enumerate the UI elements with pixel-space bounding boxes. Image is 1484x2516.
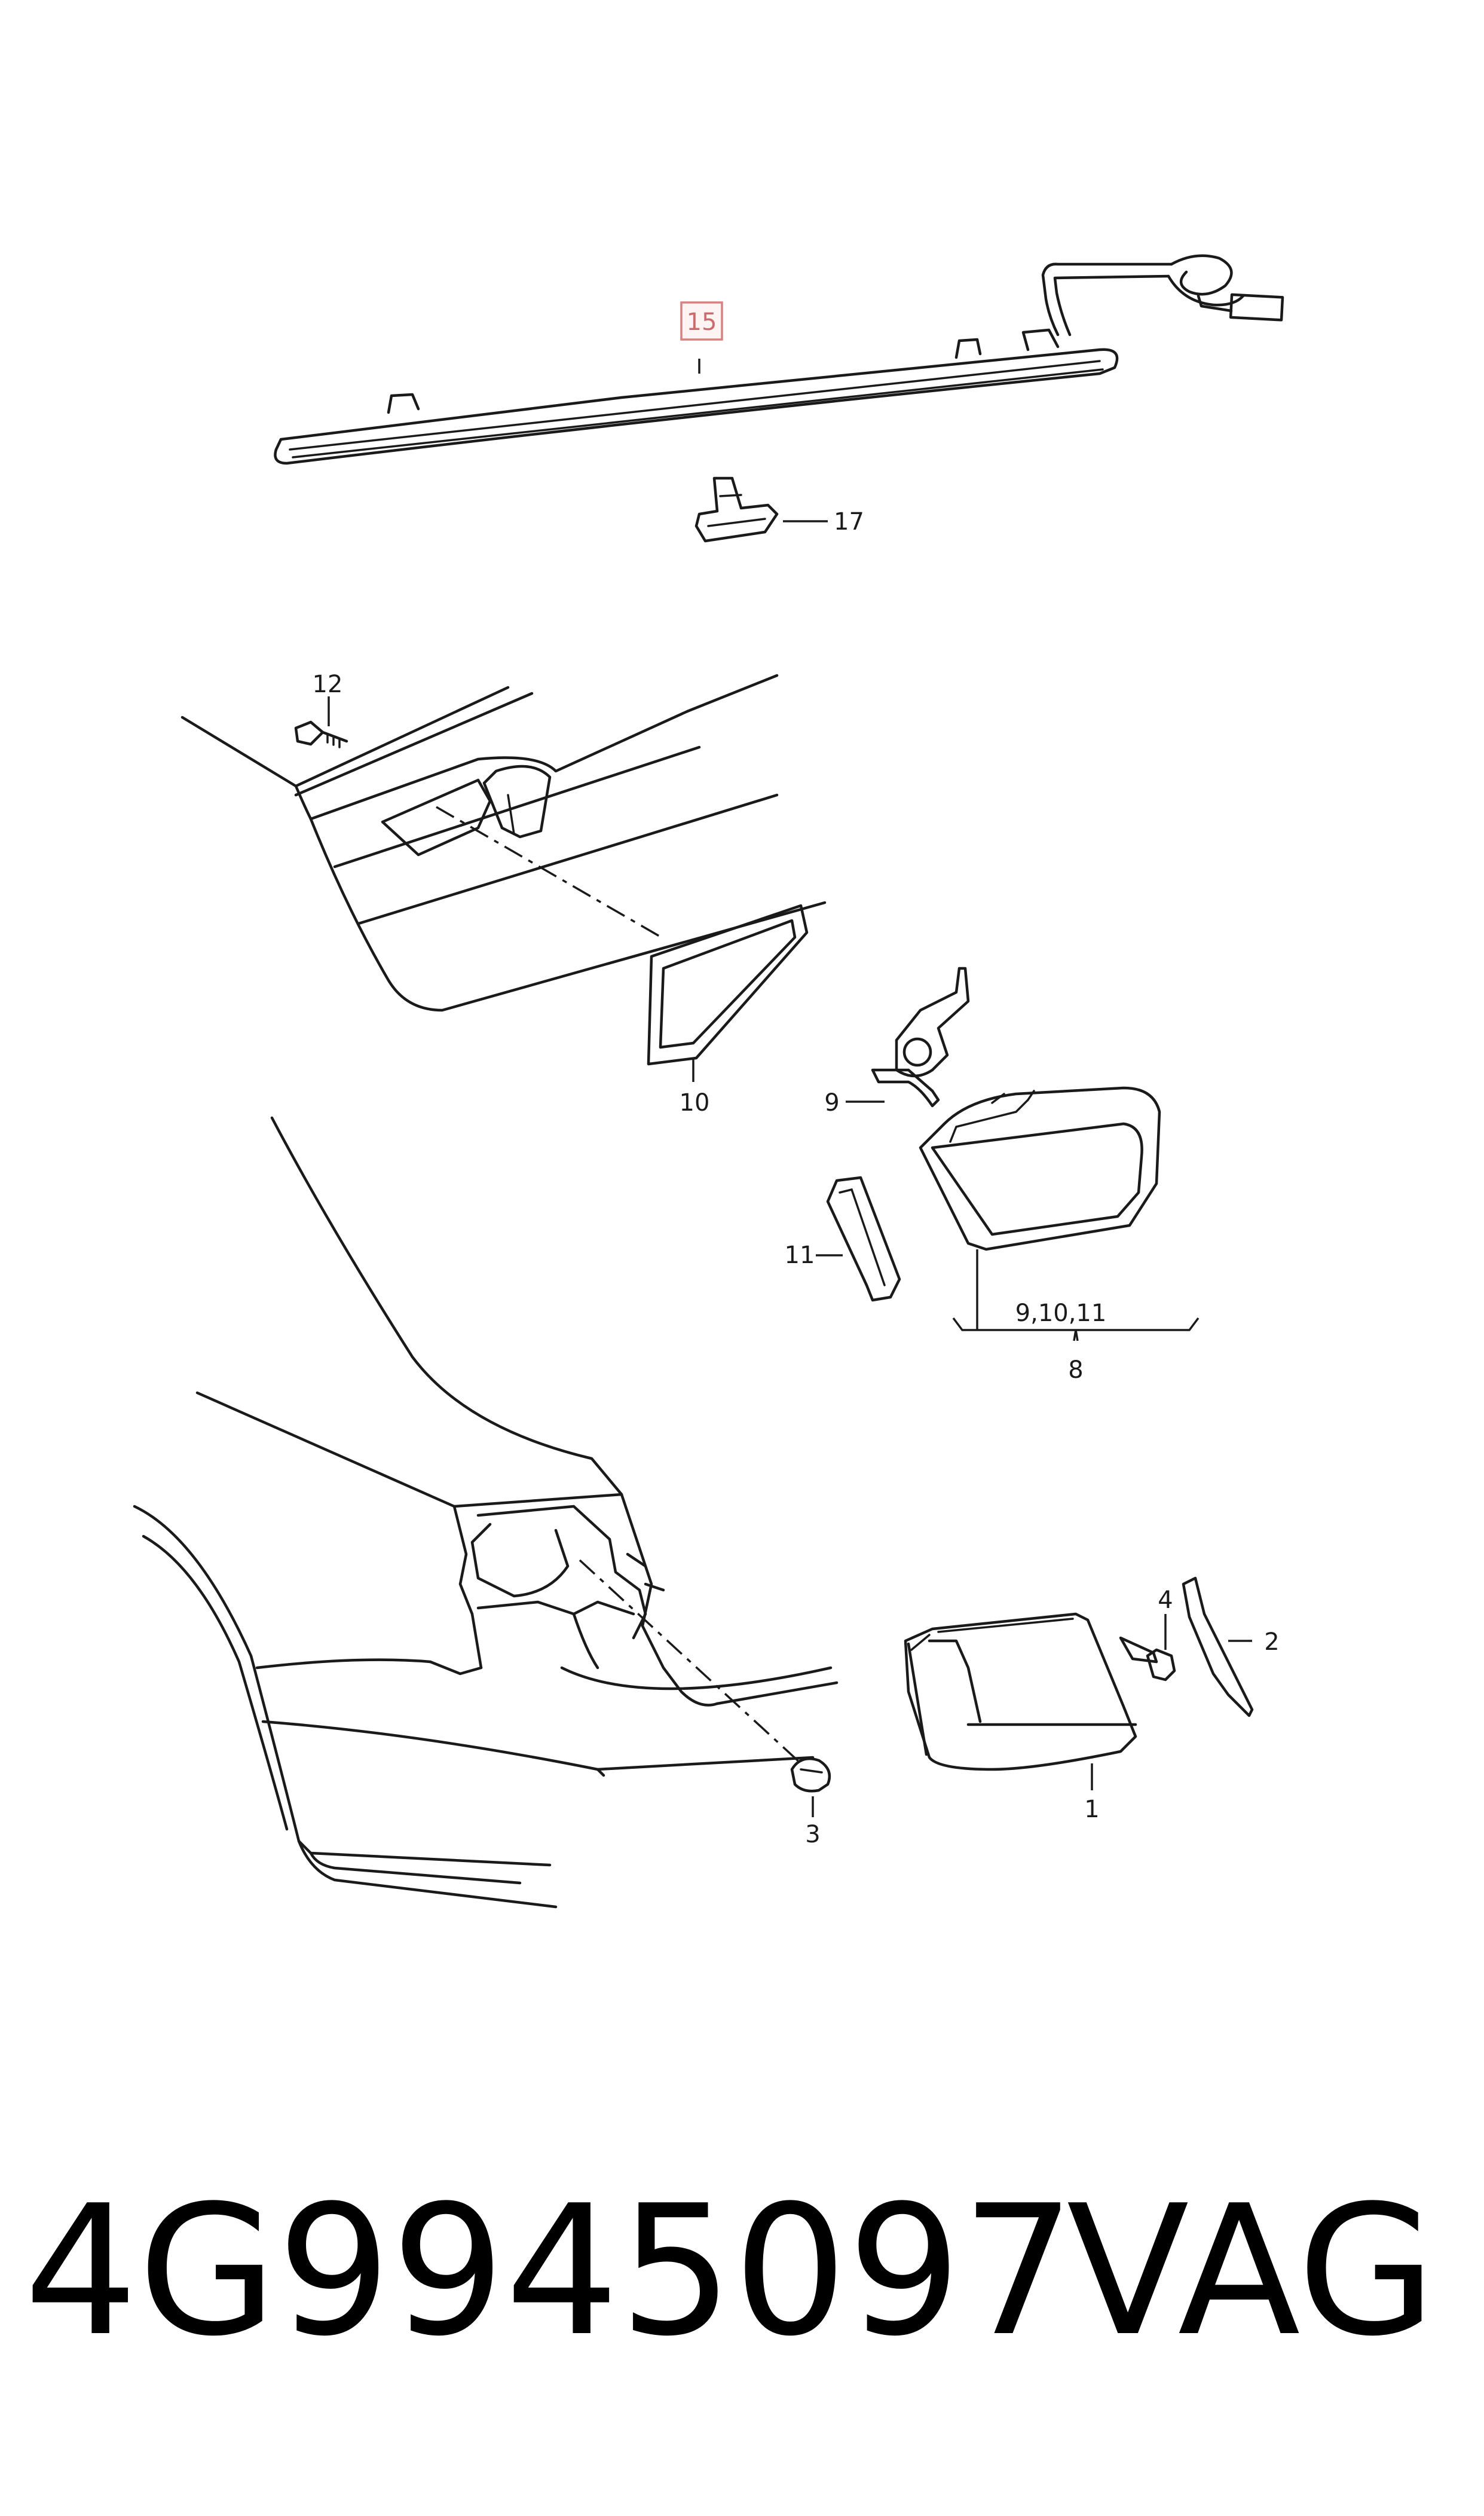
- callout-4[interactable]: 4: [1158, 1586, 1173, 1614]
- cover-2: [1182, 1576, 1254, 1717]
- manufacturer-label: VAG: [1066, 2167, 1436, 2376]
- outer-tail-lamp-1: [904, 1612, 1137, 1771]
- clip-3: [790, 1757, 831, 1793]
- leader-lines: [328, 359, 1252, 1817]
- callout-12[interactable]: 12: [313, 671, 343, 698]
- callout-3[interactable]: 3: [805, 1821, 820, 1848]
- callout-17[interactable]: 17: [834, 508, 864, 536]
- trim-11: [826, 1176, 901, 1302]
- callout-8-group[interactable]: 9,10,11: [1015, 1300, 1107, 1327]
- footer: 4G9945097 VAG: [24, 2176, 1460, 2367]
- callout-10[interactable]: 10: [680, 1089, 710, 1117]
- svg-text:15: 15: [687, 308, 717, 336]
- gasket-10: [647, 904, 809, 1066]
- callout-15[interactable]: 15: [680, 301, 723, 341]
- callout-8[interactable]: 8: [1068, 1356, 1083, 1384]
- callout-1[interactable]: 1: [1084, 1796, 1099, 1823]
- bracket-9: [871, 967, 970, 1108]
- car-body: [133, 1116, 839, 1909]
- inner-tail-lamp-8: [919, 1086, 1161, 1251]
- trunk-lid: [180, 674, 827, 1012]
- bolt-4: [1119, 1636, 1176, 1682]
- brake-light-bar: [274, 254, 1284, 465]
- callout-11[interactable]: 11: [785, 1242, 815, 1269]
- callout-2[interactable]: 2: [1264, 1628, 1279, 1656]
- part-number: 4G9945097: [24, 2167, 1076, 2376]
- callout-9[interactable]: 9: [824, 1089, 839, 1117]
- connector-17: [694, 476, 779, 543]
- bolt-12: [294, 720, 348, 748]
